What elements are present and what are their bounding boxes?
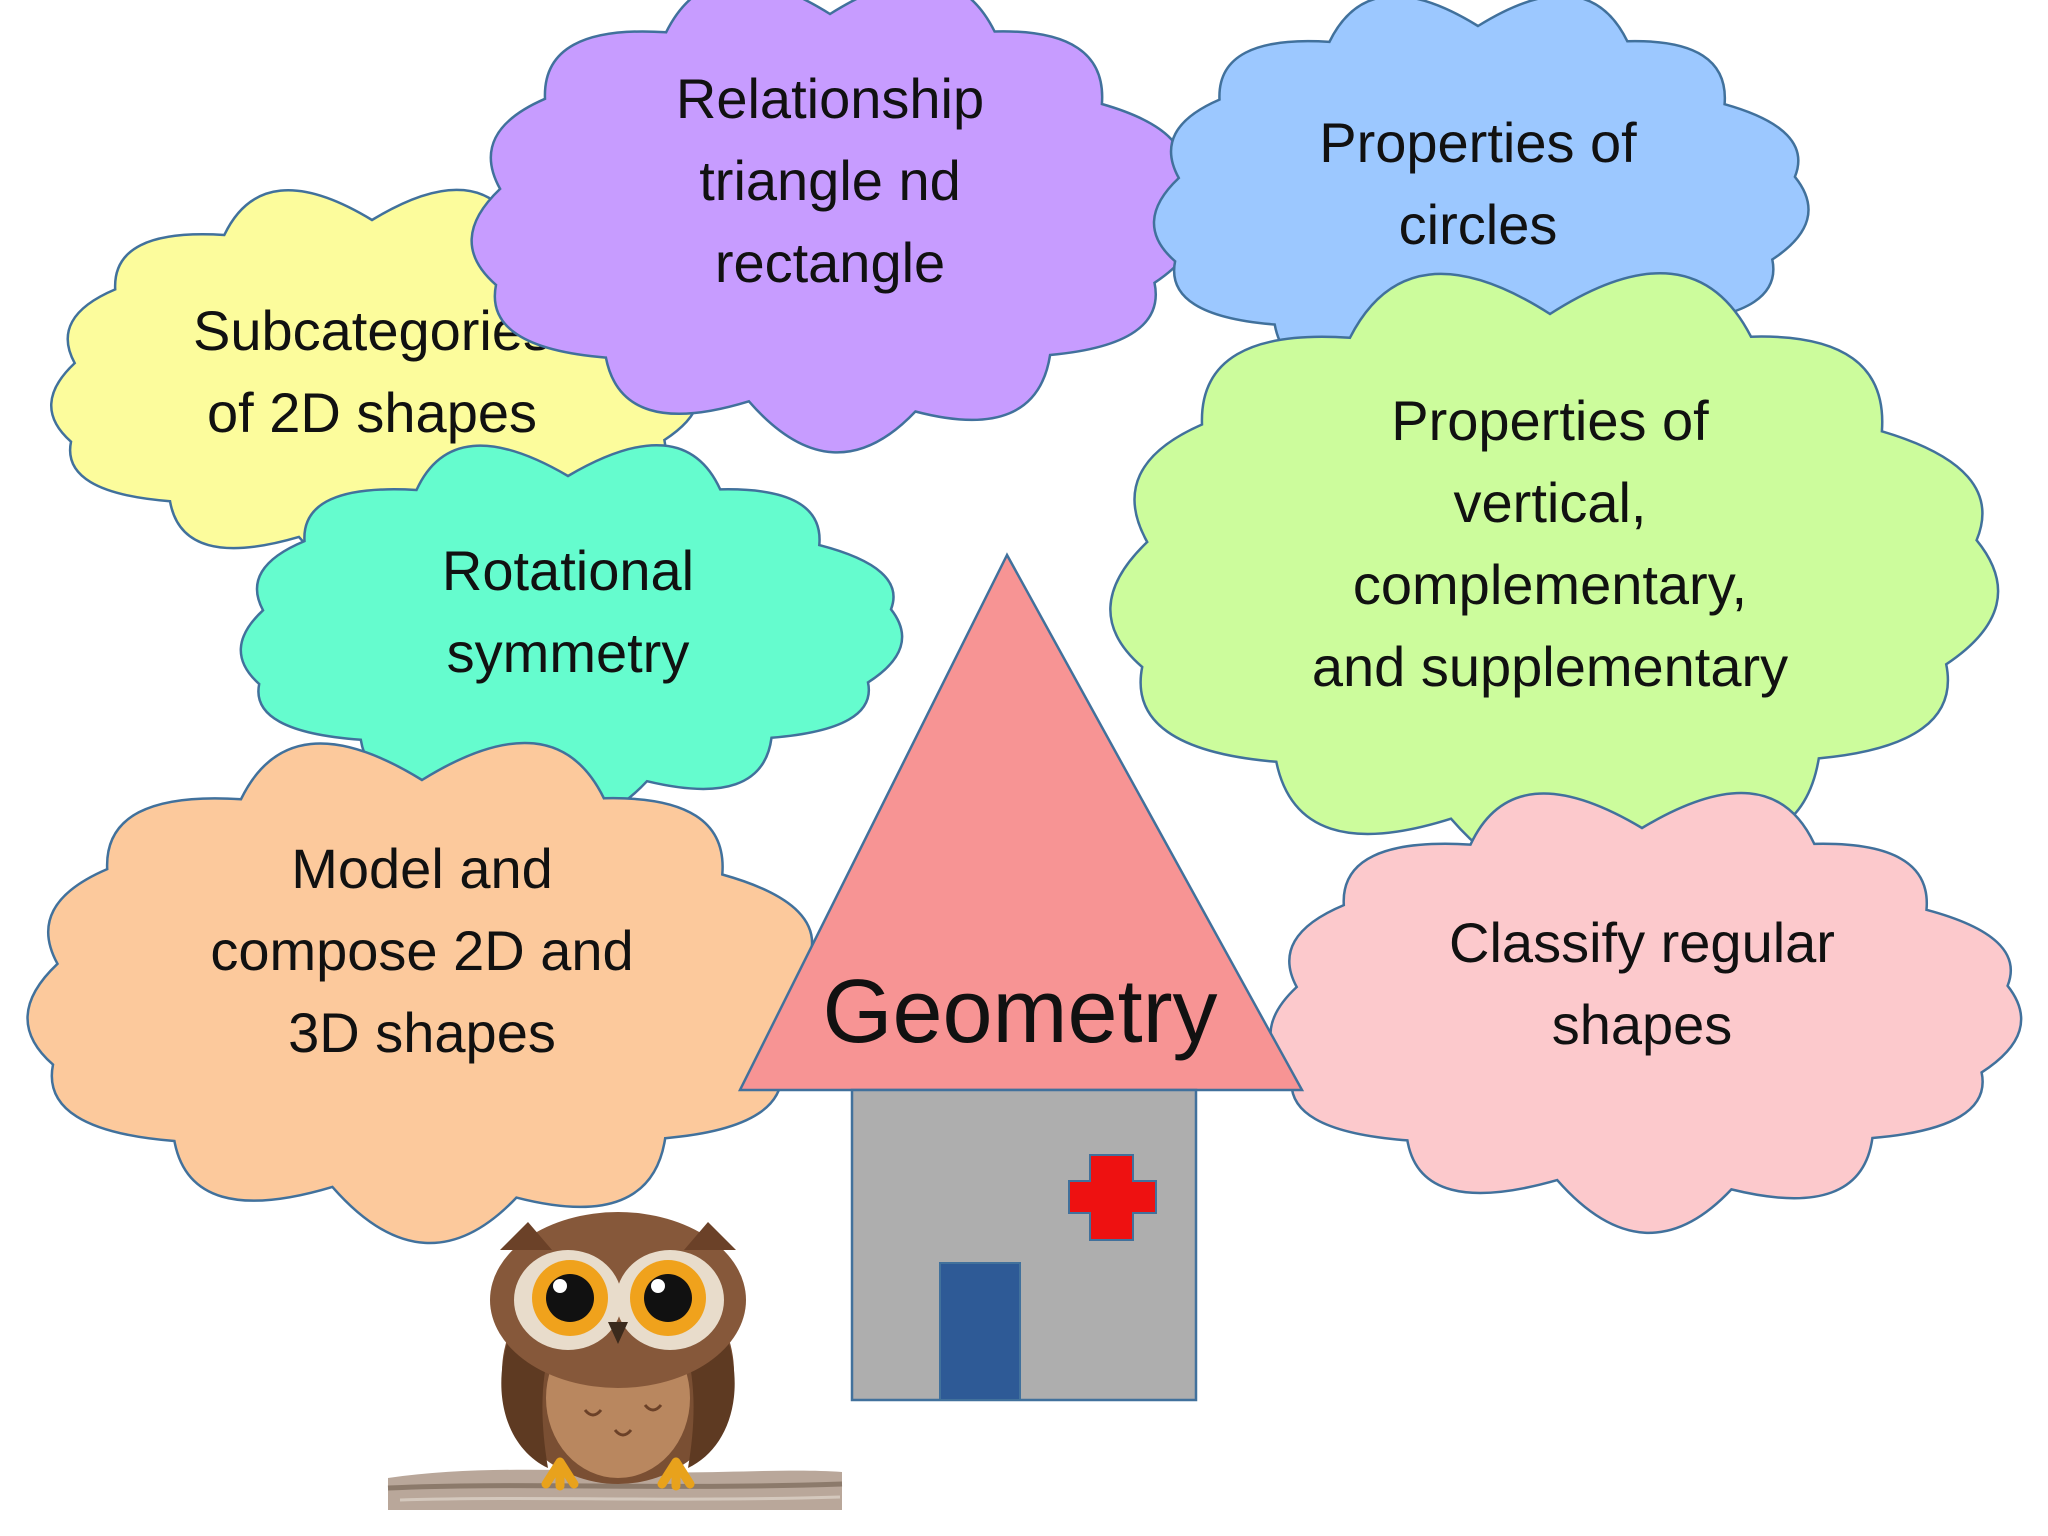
- cloud-relationship: Relationship triangle nd rectangle: [470, 0, 1197, 454]
- house: Geometry: [737, 552, 1305, 1402]
- red-cross-icon: [1068, 1154, 1157, 1241]
- cloud-label-angles: complementary,: [1353, 553, 1747, 616]
- cloud-label-relationship: triangle nd: [699, 149, 961, 212]
- cloud-label-subcategories: of 2D shapes: [207, 381, 537, 444]
- owl-icon: [387, 1212, 843, 1510]
- cloud-model: Model and compose 2D and 3D shapes: [26, 741, 826, 1245]
- cloud-label-angles: vertical,: [1454, 471, 1647, 534]
- house-walls: [850, 1088, 1198, 1402]
- cloud-label-model: Model and: [291, 837, 553, 900]
- cloud-label-relationship: rectangle: [715, 231, 945, 294]
- cloud-label-relationship: Relationship: [676, 67, 984, 130]
- cloud-label-model: compose 2D and: [210, 919, 633, 982]
- cloud-rotational: Rotational symmetry: [239, 443, 904, 821]
- cloud-classify: Classify regular shapes: [1269, 791, 2023, 1234]
- cloud-label-classify: Classify regular: [1449, 911, 1835, 974]
- house-door: [939, 1262, 1021, 1401]
- cloud-label-circles: Properties of: [1319, 111, 1637, 174]
- cloud-label-model: 3D shapes: [288, 1001, 556, 1064]
- clouds-layer: Subcategories of 2D shapes Relationship tri…: [26, 0, 2023, 1245]
- cloud-label-rotational: symmetry: [447, 621, 690, 684]
- cloud-shape-model: [26, 741, 826, 1245]
- cloud-angles: Properties of vertical, complementary, and …: [1109, 272, 2000, 883]
- cloud-label-classify: shapes: [1552, 993, 1733, 1056]
- cloud-label-angles: Properties of: [1391, 389, 1709, 452]
- cloud-label-angles: and supplementary: [1312, 635, 1788, 698]
- cloud-label-circles: circles: [1399, 193, 1558, 256]
- cloud-shape-relationship: [470, 0, 1197, 454]
- cloud-shape-classify: [1269, 791, 2023, 1234]
- diagram-title: Geometry: [822, 962, 1217, 1062]
- cloud-label-rotational: Rotational: [442, 539, 694, 602]
- cloud-label-subcategories: Subcategories: [193, 299, 551, 362]
